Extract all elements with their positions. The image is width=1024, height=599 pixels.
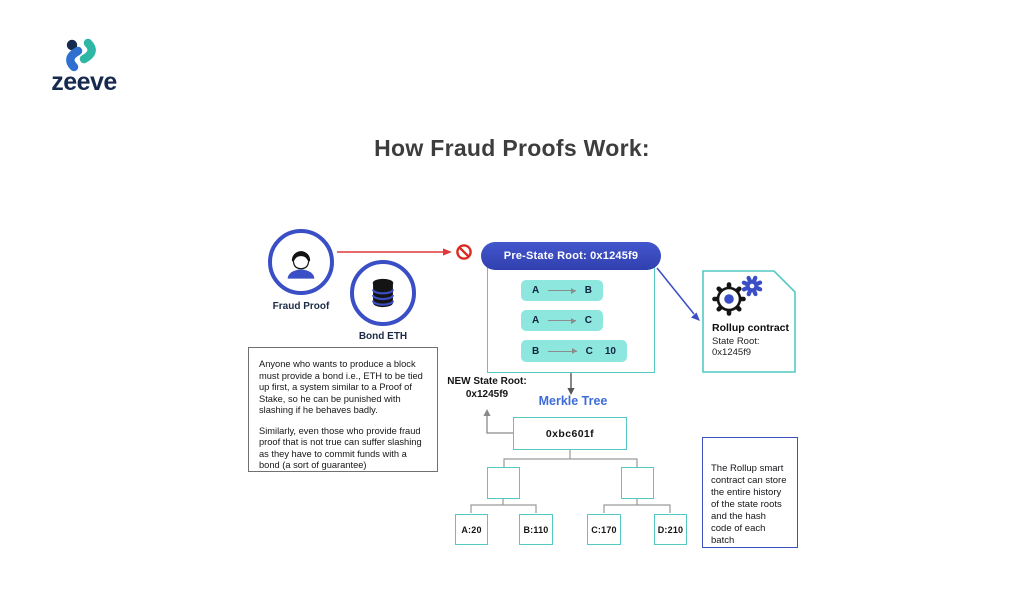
root-to-new-state-arrow: [483, 409, 513, 434]
gears-icon: [712, 275, 763, 316]
bond-eth-circle: [350, 260, 416, 326]
fraud-proof-circle: [268, 229, 334, 295]
database-icon: [372, 278, 394, 308]
page-title: How Fraud Proofs Work:: [374, 135, 650, 161]
transition-to: C: [584, 315, 592, 326]
transition-to: C: [585, 345, 593, 357]
merkle-leaf-node: B:110: [519, 514, 553, 545]
merkle-mid-node-left: [487, 467, 520, 499]
transition-from: A: [532, 285, 540, 296]
transition-row: A C: [521, 310, 603, 331]
rollup-note-box: The Rollup smart contract can store the …: [702, 437, 798, 548]
merkle-leaf-node: C:170: [587, 514, 621, 545]
fraud-proof-arrow: [337, 248, 452, 256]
merkle-root-node: 0xbc601f: [513, 417, 627, 450]
bond-eth-label: Bond ETH: [358, 331, 408, 342]
transition-row: B C 10: [521, 340, 627, 362]
pill-to-rollup-arrow: [656, 267, 700, 321]
right-arrow-icon: [548, 317, 576, 324]
transition-value: 10: [604, 345, 616, 357]
rollup-state-root-value: 0x1245f9: [712, 347, 752, 358]
merkle-tree-label: Merkle Tree: [538, 394, 608, 408]
new-state-root-line2: 0x1245f9: [465, 388, 509, 400]
zeeve-logo-text: zeeve: [51, 68, 117, 96]
bond-note-para2: Similarly, even those who provide fraud …: [259, 425, 422, 471]
merkle-leaf-node: D:210: [654, 514, 687, 545]
prohibition-icon: [456, 244, 472, 260]
new-state-root-label: NEW State Root: 0x1245f9: [441, 376, 533, 401]
bond-note-para1: Anyone who wants to produce a block must…: [259, 359, 423, 416]
transition-row: A B: [521, 280, 603, 301]
pre-state-root-pill: Pre-State Root: 0x1245f9: [481, 242, 661, 270]
right-arrow-icon: [548, 348, 578, 354]
fraud-proof-label: Fraud Proof: [272, 301, 330, 312]
person-icon: [287, 250, 315, 279]
transition-from: B: [532, 345, 540, 357]
transition-to: B: [584, 285, 592, 296]
new-state-root-line1: NEW State Root:: [447, 376, 527, 387]
right-arrow-icon: [548, 287, 576, 294]
merkle-mid-node-right: [621, 467, 654, 499]
rollup-state-root-label: State Root:: [712, 336, 760, 347]
bond-note-box: Anyone who wants to produce a block must…: [248, 347, 438, 472]
zeeve-logo-icon: [66, 38, 96, 72]
state-transitions-box: A B A C B C 10: [487, 257, 655, 373]
transition-from: A: [532, 315, 540, 326]
rollup-note-text: The Rollup smart contract can store the …: [711, 463, 787, 546]
box-to-merkle-arrow: [567, 373, 575, 395]
rollup-contract-title: Rollup contract: [712, 322, 790, 334]
merkle-leaf-node: A:20: [455, 514, 488, 545]
